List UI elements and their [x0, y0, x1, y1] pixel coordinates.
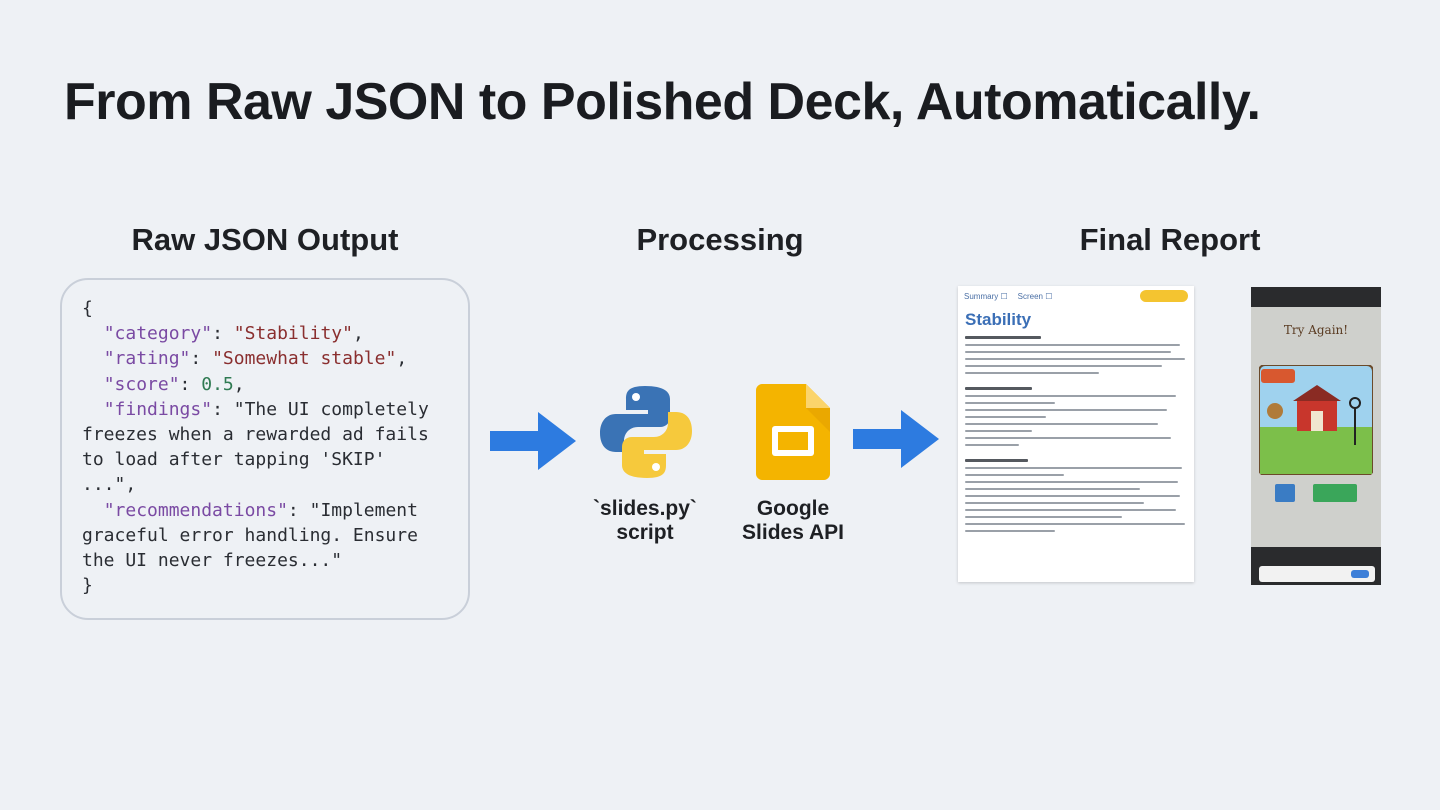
- json-code-block: { "category": "Stability", "rating": "So…: [82, 298, 429, 597]
- report-badge: [1140, 290, 1188, 302]
- json-value: "Stability": [233, 323, 353, 345]
- api-name-1: Google: [756, 497, 830, 520]
- report-tabs: Summary ☐ Screen ☐: [964, 292, 1062, 301]
- arrow-right-icon: [490, 412, 576, 470]
- report-heading: Stability: [965, 310, 1032, 329]
- script-name: `slides.py`: [593, 497, 697, 520]
- api-name-2: Slides API: [742, 521, 844, 544]
- json-code-box: [60, 278, 470, 620]
- json-value: freezes when a rewarded ad fails: [82, 424, 429, 446]
- report-tab: Screen ☐: [1017, 292, 1053, 301]
- game-screenshot-thumbnail: Try Again!: [1251, 287, 1381, 585]
- json-key: "findings": [103, 398, 213, 420]
- json-value: "Implement: [309, 499, 418, 521]
- farm-scene-image: [1259, 365, 1373, 475]
- reward-buttons-icon: [1275, 484, 1357, 502]
- try-again-text: Try Again!: [1283, 323, 1349, 337]
- json-value: "The UI completely: [233, 398, 429, 420]
- json-value: graceful error handling. Ensure: [82, 524, 418, 546]
- report-body-text: [965, 336, 1189, 537]
- script-word: script: [616, 521, 674, 544]
- slides-script-label: `slides.py` script: [585, 497, 705, 545]
- raw-json-heading: Raw JSON Output: [131, 222, 399, 257]
- json-key: "score": [103, 373, 180, 395]
- report-slide-thumbnail: Summary ☐ Screen ☐ Stability: [958, 286, 1194, 582]
- slide-title: From Raw JSON to Polished Deck, Automati…: [64, 73, 1261, 131]
- report-tab: Summary ☐: [964, 292, 1008, 301]
- ad-banner: [1259, 566, 1375, 582]
- install-button: [1351, 570, 1369, 578]
- json-open-brace: {: [82, 298, 93, 319]
- json-comma: ,: [396, 348, 408, 370]
- python-logo-icon: [600, 386, 692, 478]
- slides-api-label: Google Slides API: [728, 497, 858, 545]
- json-key: "recommendations": [103, 499, 288, 521]
- json-value: the UI never freezes...": [82, 550, 343, 572]
- final-report-heading: Final Report: [1079, 222, 1261, 257]
- json-value: "Somewhat stable": [212, 348, 397, 370]
- json-comma: ,: [233, 373, 245, 395]
- json-close-brace: }: [82, 575, 93, 597]
- json-value: 0.5: [201, 373, 234, 395]
- json-key: "category": [103, 323, 213, 345]
- processing-heading: Processing: [636, 222, 804, 257]
- json-value: ...",: [82, 474, 137, 496]
- json-key: "rating": [103, 348, 191, 370]
- google-slides-icon: [756, 384, 830, 480]
- json-value: to load after tapping 'SKIP': [82, 449, 386, 471]
- arrow-right-icon: [853, 410, 939, 468]
- json-comma: ,: [352, 323, 364, 345]
